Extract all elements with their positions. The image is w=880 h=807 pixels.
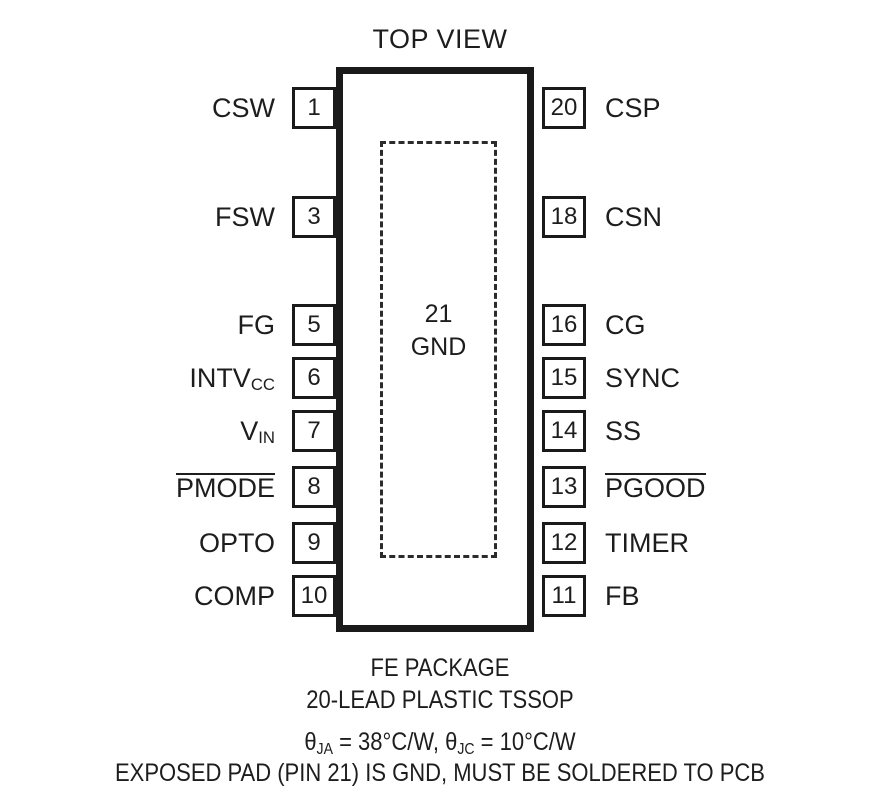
pin-row-11: 11 FB [534,575,880,617]
pin-row-9: OPTO 9 [0,522,336,564]
pin-number-box-7: 7 [292,410,336,452]
pin-label-subscript: IN [258,428,275,448]
pin-label-fg: FG [237,309,276,340]
pin-number-box-9: 9 [292,522,336,564]
pin-number-box-18: 18 [542,196,586,238]
pin-row-10: COMP 10 [0,575,336,617]
pin-label-fsw: FSW [215,201,275,232]
pin-row-18: 18 CSN [534,196,880,238]
pin-label-csn: CSN [605,201,663,232]
caption-package-block: FE PACKAGE 20-LEAD PLASTIC TSSOP [53,652,827,716]
pin-number-box-12: 12 [542,522,586,564]
caption-thermal-resistance: θJA = 38°C/W, θJC = 10°C/W [53,727,827,761]
exposed-pad-label: 21 GND [380,298,497,364]
theta-ja-value: = 38°C/W, [332,728,446,756]
pin-row-1: CSW 1 [0,87,336,129]
pin-label-text: TIMER [605,527,689,558]
exposed-pad-outline [380,141,497,558]
pin-label-text: OPTO [198,527,275,558]
pin-number-box-16: 16 [542,304,586,346]
pin-row-13: 13 PGOOD [534,466,880,508]
pin-number-box-14: 14 [542,410,586,452]
pin-number-box-13: 13 [542,466,586,508]
pin-label-text: FSW [215,201,275,232]
pin-number-box-1: 1 [292,87,336,129]
pin-row-8: PMODE 8 [0,466,336,508]
pin-number-box-20: 20 [542,87,586,129]
pin-label-text: CSN [605,201,663,232]
pin-label-comp: COMP [194,580,275,611]
pin-number-box-11: 11 [542,575,586,617]
pin-label-text: INTVCC [189,362,275,395]
pin-label-csw: CSW [212,92,275,123]
pin-label-text: CSW [212,92,275,123]
pin-label-pgood: PGOOD [605,472,706,503]
caption-package-name: FE PACKAGE [370,654,510,682]
pin-label-pmode: PMODE [175,472,276,503]
pin-number-box-6: 6 [292,357,336,399]
caption-lead-count: 20-LEAD PLASTIC TSSOP [306,686,574,714]
pin-label-text: FG [237,309,276,340]
pin-number-box-3: 3 [292,196,336,238]
theta-ja-subscript: JA [316,740,333,758]
theta-jc-symbol: θ [445,728,458,756]
pin-row-14: 14 SS [534,410,880,452]
pin-row-16: 16 CG [534,304,880,346]
exposed-pad-pin-number: 21 [424,300,453,328]
pin-row-12: 12 TIMER [534,522,880,564]
pin-label-text: PMODE [175,472,276,503]
pin-label-text: SS [605,415,642,446]
pin-label-opto: OPTO [198,527,275,558]
pin-row-3: FSW 3 [0,196,336,238]
theta-jc-subscript: JC [457,740,475,758]
pin-number-box-8: 8 [292,466,336,508]
pin-number-box-5: 5 [292,304,336,346]
pin-label-sync: SYNC [605,362,681,393]
pin-label-csp: CSP [605,92,661,123]
pin-label-text: PGOOD [605,472,706,503]
pin-label-text: FB [605,580,640,611]
pin-label-subscript: CC [250,375,275,395]
package-body-outline [336,67,534,632]
pin-label-ss: SS [605,415,642,446]
pin-label-text: SYNC [605,362,681,393]
exposed-pad-pin-name: GND [410,333,467,361]
theta-jc-value: = 10°C/W [474,728,576,756]
pin-label-fb: FB [605,580,640,611]
pin-row-5: FG 5 [0,304,336,346]
pin-row-7: VIN 7 [0,410,336,452]
pin-label-text: VIN [240,415,275,448]
pin-row-15: 15 SYNC [534,357,880,399]
caption-exposed-pad-note: EXPOSED PAD (PIN 21) IS GND, MUST BE SOL… [115,759,765,787]
pin-label-text: CG [605,309,646,340]
pin-number-box-10: 10 [292,575,336,617]
pin-row-6: INTVCC 6 [0,357,336,399]
pin-label-cg: CG [605,309,646,340]
pin-label-text: CSP [605,92,661,123]
pin-label-v: VIN [240,415,275,448]
pin-label-text: COMP [194,580,275,611]
pin-row-20: 20 CSP [534,87,880,129]
theta-ja-symbol: θ [304,728,317,756]
pin-number-box-15: 15 [542,357,586,399]
pin-label-timer: TIMER [605,527,689,558]
pin-label-intv: INTVCC [189,362,275,395]
page-title: TOP VIEW [372,24,508,54]
